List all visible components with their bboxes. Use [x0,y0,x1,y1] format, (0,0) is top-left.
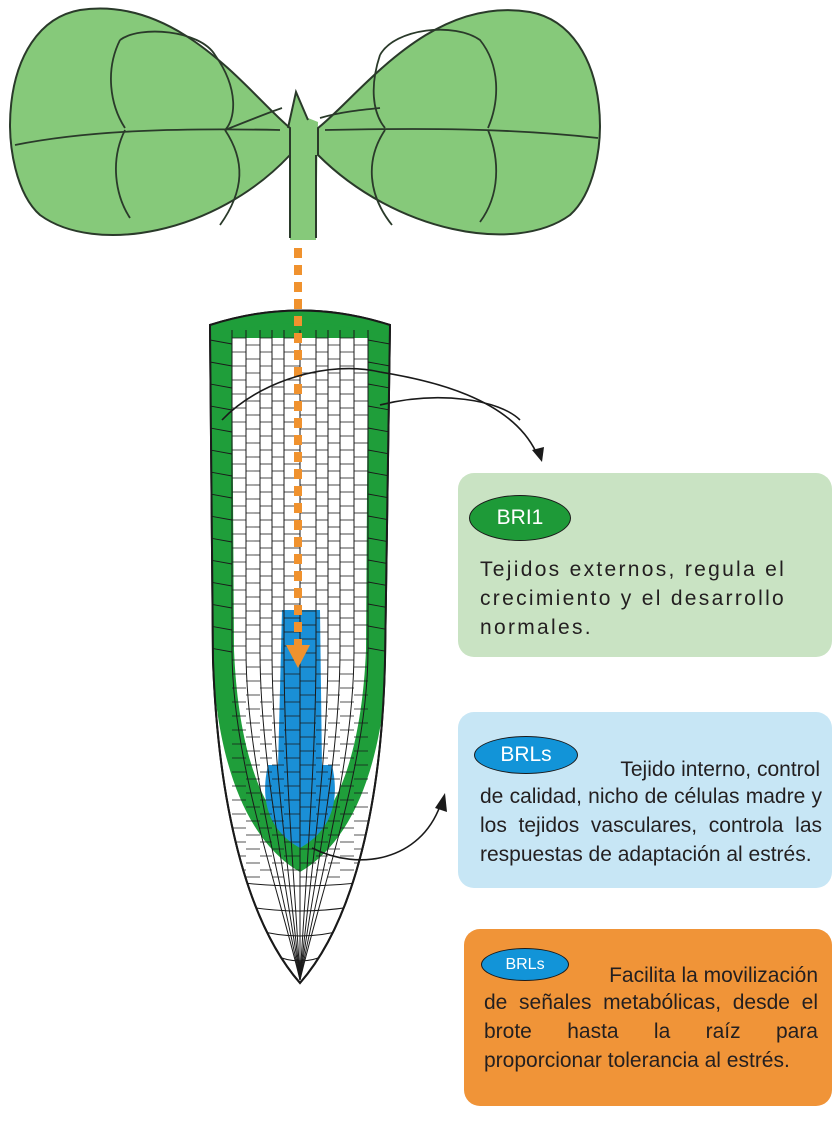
cell-wall [210,449,233,455]
cell-wall [299,330,369,981]
cell-wall [367,383,390,389]
connector-brls-head [435,793,447,812]
cell-wall [367,427,390,433]
brls-badge: BRLs [474,736,578,774]
signal-arrowhead [286,645,310,668]
mobilization-description-first-line: Facilita la movilización [609,964,818,987]
cell-wall [210,383,233,389]
brls-description: de calidad, nicho de células madre y los… [480,785,822,866]
connector-bri1-branch [379,397,521,421]
bri1-badge: BRI1 [469,495,571,541]
stem-outline [287,88,317,238]
left-cotyledon [9,7,291,236]
cell-wall [210,603,233,609]
cell-wall [367,449,390,455]
connector-brls [311,805,441,861]
cell-wall [367,361,390,367]
root-tip-cross-section-icon [208,309,392,985]
cell-wall [210,581,233,587]
cell-wall [210,515,233,521]
cell-wall [231,330,301,981]
seedling-cotyledons-icon [9,7,601,240]
left-leaf-veins [14,30,283,226]
seedling-stem [289,92,318,240]
cell-wall [210,537,233,543]
bri1-description: Tejidos externos, regula el crecimiento … [480,558,787,639]
cell-wall [367,405,390,411]
cell-wall [210,427,233,433]
connector-bri1-head [532,447,544,462]
cell-wall [210,361,233,367]
cell-wall [210,405,233,411]
dashed-downward-arrow-icon [286,248,310,668]
outer-tissue-band [210,320,390,872]
cell-wall [299,330,355,981]
right-cotyledon [317,9,601,236]
cell-wall [245,330,301,981]
cell-wall [367,493,390,499]
connector-arrows [221,367,544,861]
mobilization-badge: BRLs [481,948,569,981]
cell-wall [299,330,341,981]
mobilization-description: de señales metabólicas, desde el brote h… [484,991,818,1072]
cell-wall [367,339,390,345]
cell-wall [367,471,390,477]
cell-wall [210,559,233,565]
cell-wall-grid [210,330,390,981]
cell-wall [259,330,301,981]
cell-wall [210,339,233,345]
cell-wall [299,330,329,981]
right-leaf-veins [319,28,599,226]
cell-wall [299,330,317,981]
brls-description-first-line: Tejido interno, control [620,758,820,781]
cell-wall [210,493,233,499]
connector-bri1 [221,367,537,453]
cell-wall [283,330,301,981]
root-outline [208,309,392,985]
cell-wall [210,471,233,477]
cell-wall [271,330,301,981]
